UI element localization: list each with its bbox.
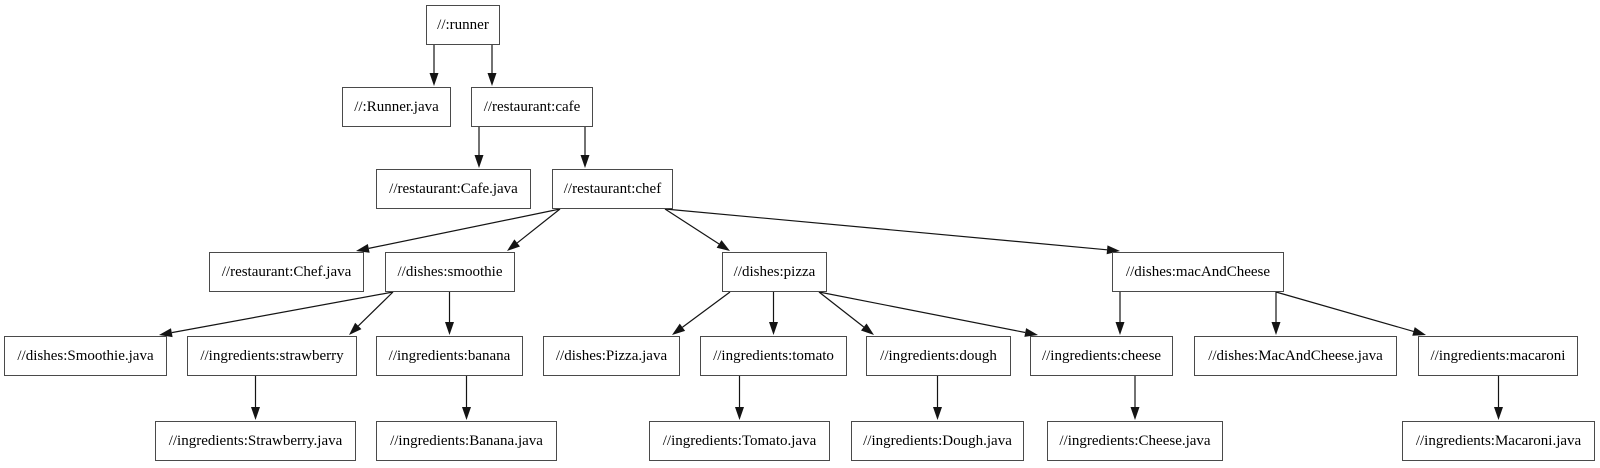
arrowhead-banana-to-banana_java xyxy=(462,407,471,420)
graph-node-dough: //ingredients:dough xyxy=(866,336,1011,376)
arrowhead-pizza-to-cheese xyxy=(1024,328,1038,337)
arrowhead-runner-to-cafe xyxy=(487,73,497,86)
graph-node-cheese_java: //ingredients:Cheese.java xyxy=(1047,421,1223,461)
graph-node-macaroni: //ingredients:macaroni xyxy=(1418,336,1578,376)
graph-node-macaroni_java: //ingredients:Macaroni.java xyxy=(1402,421,1595,461)
graph-node-smoothie_java: //dishes:Smoothie.java xyxy=(4,336,167,376)
graph-node-banana_java: //ingredients:Banana.java xyxy=(376,421,557,461)
edge-pizza-to-pizza_java xyxy=(682,291,731,328)
graph-node-tomato_java: //ingredients:Tomato.java xyxy=(649,421,830,461)
graph-node-banana: //ingredients:banana xyxy=(376,336,523,376)
graph-node-cafe: //restaurant:cafe xyxy=(471,87,593,127)
arrowhead-macAndCheese-to-macaroni xyxy=(1412,327,1426,336)
graph-node-cafe_java: //restaurant:Cafe.java xyxy=(376,169,531,209)
arrowhead-macAndCheese-to-macAndCheese_java xyxy=(1271,322,1281,335)
arrowhead-cafe-to-chef xyxy=(580,155,590,168)
graph-node-macAndCheese: //dishes:macAndCheese xyxy=(1112,252,1284,292)
arrowhead-pizza-to-dough xyxy=(860,323,874,335)
graph-node-runner_java: //:Runner.java xyxy=(342,87,451,127)
arrowhead-smoothie-to-smoothie_java xyxy=(159,328,173,338)
edge-pizza-to-dough xyxy=(818,291,865,328)
arrowhead-smoothie-to-banana xyxy=(445,322,454,335)
edge-chef-to-smoothie xyxy=(516,208,561,244)
edge-smoothie-to-smoothie_java xyxy=(171,291,394,334)
arrowhead-chef-to-chef_java xyxy=(356,243,370,253)
arrowhead-cheese-to-cheese_java xyxy=(1130,407,1140,420)
arrowhead-pizza-to-tomato xyxy=(769,322,778,335)
arrowhead-chef-to-smoothie xyxy=(507,239,520,251)
edge-chef-to-macAndCheese xyxy=(664,208,1108,251)
arrowhead-runner-to-runner_java xyxy=(429,73,439,86)
edge-chef-to-pizza xyxy=(664,208,720,245)
graph-node-dough_java: //ingredients:Dough.java xyxy=(851,421,1024,461)
graph-node-pizza_java: //dishes:Pizza.java xyxy=(543,336,680,376)
graph-node-cheese: //ingredients:cheese xyxy=(1030,336,1173,376)
arrowhead-strawberry-to-strawberry_java xyxy=(251,407,260,420)
graph-node-pizza: //dishes:pizza xyxy=(722,252,827,292)
arrowhead-cafe-to-cafe_java xyxy=(474,155,484,168)
arrowhead-smoothie-to-strawberry xyxy=(349,322,362,335)
graph-node-strawberry: //ingredients:strawberry xyxy=(187,336,357,376)
graph-node-runner: //:runner xyxy=(426,5,500,45)
arrowhead-chef-to-pizza xyxy=(716,240,730,251)
edge-smoothie-to-strawberry xyxy=(357,291,394,327)
graph-node-smoothie: //dishes:smoothie xyxy=(385,252,515,292)
arrowhead-chef-to-macAndCheese xyxy=(1106,245,1120,255)
graph-node-tomato: //ingredients:tomato xyxy=(700,336,847,376)
arrowhead-macAndCheese-to-cheese xyxy=(1115,322,1125,335)
graph-node-chef: //restaurant:chef xyxy=(552,169,673,209)
edge-macAndCheese-to-macaroni xyxy=(1275,291,1414,332)
edge-pizza-to-cheese xyxy=(818,291,1026,334)
edge-chef-to-chef_java xyxy=(368,208,561,249)
arrowhead-dough-to-dough_java xyxy=(933,407,942,420)
graph-node-chef_java: //restaurant:Chef.java xyxy=(209,252,364,292)
arrowhead-pizza-to-pizza_java xyxy=(672,323,686,335)
graph-node-macAndCheese_java: //dishes:MacAndCheese.java xyxy=(1194,336,1397,376)
graph-node-strawberry_java: //ingredients:Strawberry.java xyxy=(155,421,356,461)
arrowhead-macaroni-to-macaroni_java xyxy=(1494,407,1503,420)
arrowhead-tomato-to-tomato_java xyxy=(735,407,744,420)
